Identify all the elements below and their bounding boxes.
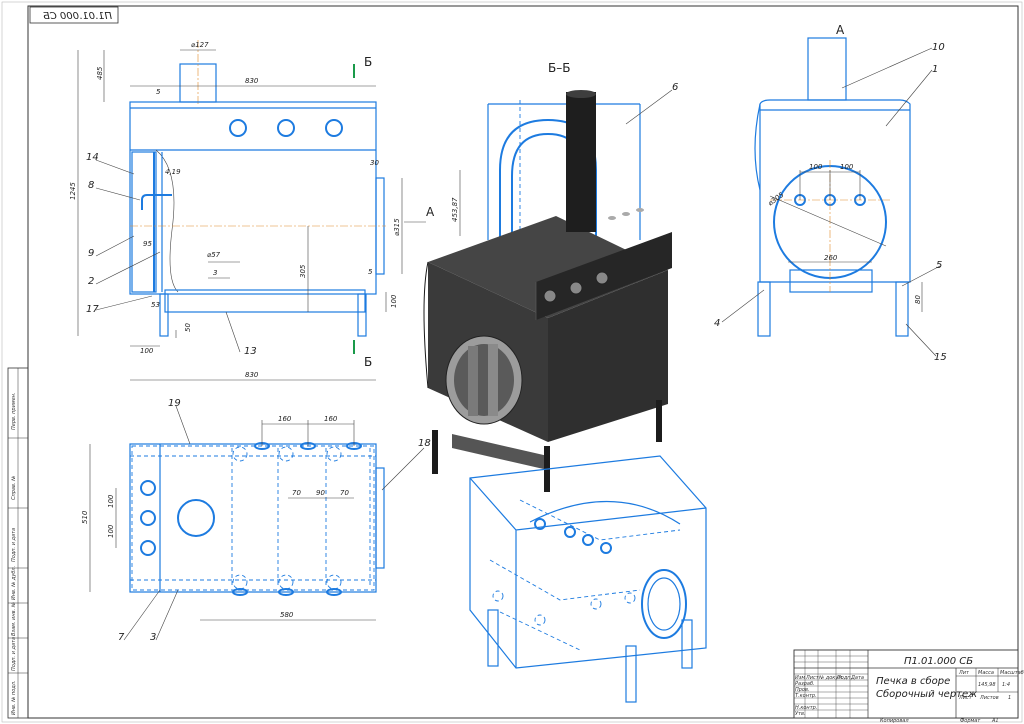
side-stamp: Перв. примен. Справ. № Подп. и дата Инв.… bbox=[7, 367, 29, 719]
section-b-bottom: Б bbox=[364, 355, 372, 369]
role-tcontrol: Т.контр. bbox=[795, 693, 817, 699]
dim-width-top: 830 bbox=[245, 77, 259, 85]
dim-100-right: 100 bbox=[390, 294, 398, 308]
dim-5-right: 5 bbox=[368, 268, 373, 276]
callout-1: 1 bbox=[932, 64, 938, 75]
title-name-2: Сборочный чертеж bbox=[876, 688, 977, 700]
row-label-sign: Подп. bbox=[837, 675, 852, 681]
stamp-dup-inv: Инв. № дубл. bbox=[11, 566, 17, 600]
dim-50: 50 bbox=[184, 323, 192, 332]
callout-9: 9 bbox=[88, 248, 94, 259]
title-block: П1.01.000 СБ Печка в сборе Сборочный чер… bbox=[793, 649, 1024, 724]
callout-13: 13 bbox=[244, 346, 257, 357]
dim-3: 3 bbox=[213, 269, 217, 277]
title-col-lit: Лит bbox=[958, 670, 970, 676]
dim-chimney-dia: ⌀127 bbox=[191, 41, 209, 49]
title-scale: 1:4 bbox=[1002, 682, 1010, 688]
callout-3: 3 bbox=[150, 632, 156, 643]
title-name-1: Печка в сборе bbox=[876, 675, 950, 687]
title-doc-number: П1.01.000 СБ bbox=[904, 656, 973, 667]
mirrored-doc-number: П1.01.000 СБ bbox=[43, 11, 112, 22]
dim-total-height: 1245 bbox=[69, 182, 77, 200]
section-a-arrow: А bbox=[426, 205, 435, 219]
callout-7: 7 bbox=[118, 632, 125, 643]
dim-plan-90: 90 bbox=[316, 489, 325, 497]
dim-plan-510: 510 bbox=[81, 510, 89, 524]
plan-view: 160 160 70 90 70 100 100 510 580 19 18 7… bbox=[81, 398, 431, 643]
stamp-ref-no: Справ. № bbox=[11, 476, 17, 500]
title-format-label: Формат bbox=[960, 718, 981, 724]
iso-wireframe bbox=[469, 455, 707, 703]
title-col-scale: Масштаб bbox=[1000, 670, 1024, 676]
title-sheet: Лист bbox=[958, 695, 973, 701]
callout-18: 18 bbox=[418, 438, 431, 449]
stamp-sign-date-2: Подп. и дата bbox=[11, 637, 17, 671]
title-mass: 145,98 bbox=[978, 682, 996, 688]
stamp-first-use: Перв. примен. bbox=[11, 392, 17, 430]
callout-2: 2 bbox=[88, 276, 94, 287]
callout-8: 8 bbox=[88, 180, 94, 191]
title-format-value: А1 bbox=[991, 718, 999, 724]
dim-100-leg: 100 bbox=[140, 347, 154, 355]
dim-plan-580: 580 bbox=[280, 611, 294, 619]
section-b-top: Б bbox=[364, 55, 372, 69]
front-view: ⌀127 485 830 830 1245 5 4,19 95 ⌀57 3 30… bbox=[69, 40, 403, 381]
role-checker: Пров. bbox=[795, 687, 810, 693]
dim-30: 30 bbox=[370, 159, 379, 167]
dim-plan-160a: 160 bbox=[278, 415, 292, 423]
callout-19: 19 bbox=[168, 398, 181, 409]
callout-5: 5 bbox=[936, 260, 942, 271]
callout-4: 4 bbox=[714, 318, 720, 329]
callout-14: 14 bbox=[86, 152, 99, 163]
sheet-frame bbox=[27, 5, 1019, 719]
dim-5-top: 5 bbox=[156, 88, 161, 96]
dim-side-260: 260 bbox=[824, 254, 838, 262]
role-approved: Утв. bbox=[795, 711, 806, 717]
dim-plan-160b: 160 bbox=[324, 415, 338, 423]
callout-10: 10 bbox=[932, 42, 945, 53]
dim-315: ⌀315 bbox=[393, 218, 401, 236]
role-developer: Разраб. bbox=[795, 681, 815, 687]
row-label-list: Лист bbox=[805, 675, 820, 681]
side-view-a: 100 100 ⌀305 260 80 А 10 1 5 4 15 bbox=[714, 23, 947, 363]
title-copied: Копировал bbox=[880, 718, 909, 724]
dim-chimney-height: 485 bbox=[96, 66, 104, 80]
mirrored-doc-box bbox=[29, 6, 119, 24]
title-sheets-count: 1 bbox=[1008, 695, 1011, 701]
stamp-sign-date-1: Подп. и дата bbox=[11, 528, 17, 562]
section-bb-label: Б–Б bbox=[548, 61, 570, 75]
stamp-orig-inv: Инв. № подл. bbox=[11, 681, 17, 716]
dim-plan-70a: 70 bbox=[292, 489, 301, 497]
row-label-izm: Изм bbox=[795, 675, 805, 681]
title-col-mass: Масса bbox=[978, 670, 994, 676]
section-bb-view: 453,87 Б–Б А 6 bbox=[404, 61, 678, 240]
row-label-doc: № докум. bbox=[818, 675, 844, 681]
dim-side-100b: 100 bbox=[840, 163, 854, 171]
callout-6: 6 bbox=[672, 82, 678, 93]
dim-side-100a: 100 bbox=[809, 163, 823, 171]
dim-95: 95 bbox=[143, 240, 152, 248]
dim-305: 305 bbox=[299, 264, 307, 278]
dim-plan-100b: 100 bbox=[107, 524, 115, 538]
title-sheets: Листов bbox=[979, 695, 999, 701]
dim-53: 53 bbox=[151, 301, 160, 309]
row-label-date: Дата bbox=[850, 675, 864, 681]
dim-width-bottom: 830 bbox=[245, 371, 259, 379]
role-ncontrol: Н.контр. bbox=[795, 705, 817, 711]
iso-model bbox=[423, 90, 672, 492]
callout-17: 17 bbox=[86, 304, 99, 315]
dim-side-80: 80 bbox=[914, 295, 922, 304]
callout-15: 15 bbox=[934, 352, 947, 363]
view-a-label: А bbox=[836, 23, 845, 37]
dim-57: ⌀57 bbox=[207, 251, 221, 259]
dim-plan-100a: 100 bbox=[107, 494, 115, 508]
dim-plan-70b: 70 bbox=[340, 489, 349, 497]
stamp-replace-inv: Взам. инв. № bbox=[11, 602, 17, 636]
dim-4-19: 4,19 bbox=[165, 168, 181, 176]
dim-iso-453: 453,87 bbox=[451, 197, 459, 222]
